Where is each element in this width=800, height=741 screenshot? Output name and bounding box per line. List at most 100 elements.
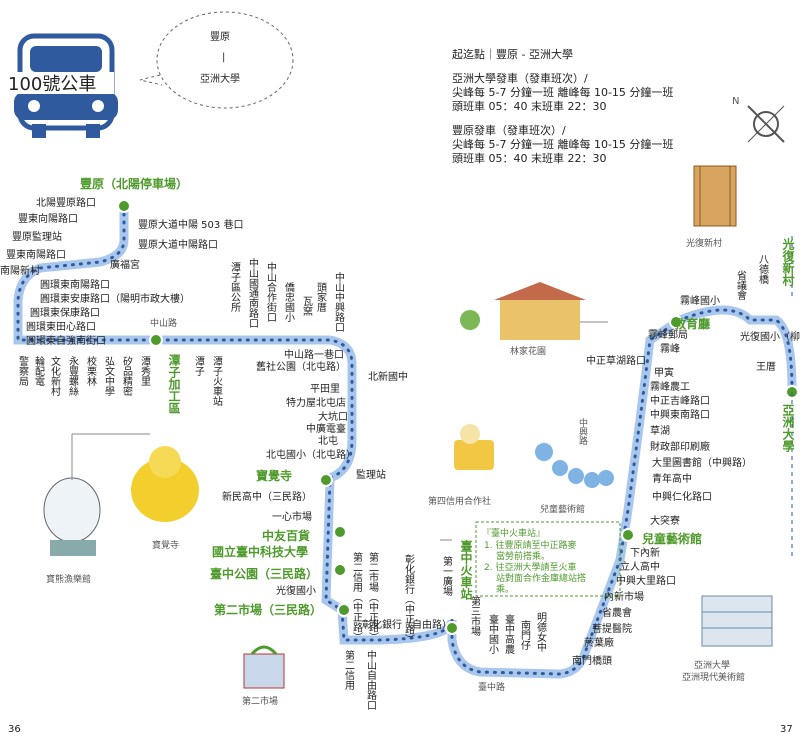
svg-text:中山路一巷口: 中山路一巷口 <box>284 348 344 361</box>
page-right: 37 <box>780 724 793 735</box>
vertical-stops-top: 潭子區公所 中山國通南路口 中山合作街口 僑忠國小 瓦窯 頭家厝 中山中興路口 <box>229 257 345 332</box>
svg-text:臺中高農: 臺中高農 <box>503 613 515 655</box>
svg-text:校栗林: 校栗林 <box>85 355 97 387</box>
bank-label: 彰化銀行（自由路） <box>362 618 452 631</box>
bear-illustration <box>43 477 101 556</box>
svg-text:文化新村: 文化新村 <box>49 355 61 396</box>
stop-asia: 亞洲大學 <box>781 404 795 453</box>
stop-market: 第二市場（三民路） <box>214 602 322 617</box>
svg-text:北屯: 北屯 <box>318 434 338 447</box>
svg-text:1. 往豐原請至中正路麥: 1. 往豐原請至中正路麥 <box>484 539 576 551</box>
stop-jueji: 寶覺寺 <box>256 468 292 483</box>
svg-text:霧峰農工: 霧峰農工 <box>650 380 690 393</box>
svg-text:平田里: 平田里 <box>310 383 340 395</box>
svg-text:輪配電: 輪配電 <box>33 355 45 386</box>
svg-text:下內新: 下內新 <box>630 546 660 559</box>
svg-text:內新市場: 內新市場 <box>604 590 644 603</box>
landmark-jueji: 寶覺寺 <box>152 539 179 551</box>
svg-text:『臺中火車站』: 『臺中火車站』 <box>482 527 545 539</box>
road-zhongxing: 中興路 <box>577 417 588 446</box>
museum-illustration <box>701 595 773 647</box>
route-number: 100號公車 <box>8 74 96 95</box>
svg-text:中興東南路口: 中興東南路口 <box>650 408 710 421</box>
svg-text:光復國小: 光復國小 <box>276 584 316 597</box>
svg-text:中山中興路口: 中山中興路口 <box>333 271 345 332</box>
svg-text:豐原監理站: 豐原監理站 <box>12 230 62 243</box>
svg-text:特力屋北屯店: 特力屋北屯店 <box>286 396 346 409</box>
svg-text:警察局: 警察局 <box>17 355 29 387</box>
svg-text:大里圖書館（中興路）: 大里圖書館（中興路） <box>652 456 752 469</box>
endpoints: 起迄點｜豐原 - 亞洲大學 <box>452 47 573 61</box>
svg-text:大坑口: 大坑口 <box>318 410 348 423</box>
landmark-museum-1: 亞洲大學 <box>694 659 730 671</box>
svg-text:八德橋: 八德橋 <box>757 254 769 285</box>
svg-text:永豐螺絲: 永豐螺絲 <box>67 355 79 396</box>
svg-text:南門橋頭: 南門橋頭 <box>572 654 612 667</box>
svg-text:大突寮: 大突寮 <box>650 514 680 527</box>
svg-text:潭秀里: 潭秀里 <box>139 356 151 386</box>
svg-text:頭家厝: 頭家厝 <box>315 282 327 313</box>
asia-title: 亞洲大學發車（發車班次）/ <box>452 71 588 85</box>
stop-park: 臺中公園（三民路） <box>210 566 318 581</box>
svg-text:潭子火車站: 潭子火車站 <box>211 356 223 407</box>
stop-station: 臺中火車站 <box>459 539 473 601</box>
svg-text:潭子: 潭子 <box>193 356 205 376</box>
svg-text:草湖: 草湖 <box>650 425 670 437</box>
svg-text:新民高中（三民路）: 新民高中（三民路） <box>222 490 312 503</box>
svg-text:北陽豐原路口: 北陽豐原路口 <box>36 196 96 209</box>
svg-text:N: N <box>732 96 739 107</box>
compass-icon: N <box>732 96 785 143</box>
svg-text:彰化銀行（中正路）: 彰化銀行（中正路） <box>403 553 415 644</box>
stop-museum: 國立臺中科技大學 <box>212 544 308 559</box>
svg-text:豐東南陽路口: 豐東南陽路口 <box>6 248 66 261</box>
svg-text:站對面合作金庫總站搭: 站對面合作金庫總站搭 <box>496 572 586 584</box>
svg-text:北新國中: 北新國中 <box>368 370 408 383</box>
svg-text:第三市場: 第三市場 <box>469 595 481 637</box>
svg-text:瓦窯: 瓦窯 <box>301 296 313 317</box>
svg-text:圓環東田心路口: 圓環東田心路口 <box>26 320 96 333</box>
svg-text:省議會: 省議會 <box>735 269 747 300</box>
stop-edu: 教育廳 <box>673 316 710 331</box>
svg-text:舊社公園（北屯路）: 舊社公園（北屯路） <box>256 360 346 373</box>
svg-text:潭子區公所: 潭子區公所 <box>229 262 241 313</box>
svg-text:青年高中: 青年高中 <box>652 472 692 485</box>
road-taichung: 臺中路 <box>478 681 505 693</box>
landmark-market2: 第二市場 <box>242 695 278 707</box>
landmark-art: 兒童藝術館 <box>540 503 585 515</box>
schedule-info: 起迄點｜豐原 - 亞洲大學 亞洲大學發車（發車班次）/ 尖峰每 5-7 分鐘一班… <box>452 47 673 165</box>
fy-line2: 頭班車 05：40 末班車 22：30 <box>452 151 606 165</box>
svg-text:中正草湖路口: 中正草湖路口 <box>586 354 646 367</box>
vertical-stops-left: 警察局 輪配電 文化新村 永豐螺絲 校栗林 弘文中學 矽品精密 潭秀里 潭子 潭… <box>17 355 223 407</box>
cake-illustration <box>454 424 494 470</box>
landmark-guangfu: 光復新村 <box>686 237 722 249</box>
far-right-stops: 八德橋 省議會 光復國小（柳豐路） 王厝 <box>735 254 800 373</box>
svg-text:弘文中學: 弘文中學 <box>103 356 115 397</box>
svg-text:2. 往亞洲大學請至火車: 2. 往亞洲大學請至火車 <box>484 561 576 573</box>
svg-text:第二市場（中正路）: 第二市場（中正路） <box>367 551 379 642</box>
landmark-bear: 寶熊漁樂館 <box>46 573 91 585</box>
svg-text:廣福宮: 廣福宮 <box>110 258 140 271</box>
svg-text:南門仔: 南門仔 <box>519 619 531 651</box>
svg-text:第二信用: 第二信用 <box>343 649 355 691</box>
landmark-garden: 林家花園 <box>510 345 546 357</box>
svg-text:豐原大道中陽路口: 豐原大道中陽路口 <box>138 238 218 251</box>
svg-text:中興大里路口: 中興大里路口 <box>616 574 676 587</box>
svg-text:一心市場: 一心市場 <box>272 510 312 523</box>
svg-text:當勞前搭乘。: 當勞前搭乘。 <box>496 550 550 562</box>
road-zhongshan: 中山路 <box>150 317 177 329</box>
svg-text:僑忠國小: 僑忠國小 <box>283 282 295 323</box>
stop-zhongyou: 中友百貨 <box>262 528 310 543</box>
svg-text:省農會: 省農會 <box>602 606 632 619</box>
landmark-museum-2: 亞洲現代美術館 <box>682 671 745 683</box>
svg-text:矽品精密: 矽品精密 <box>121 355 133 397</box>
asia-line2: 頭班車 05：40 末班車 22：30 <box>452 99 606 113</box>
bus-icon <box>14 33 118 138</box>
svg-text:圓環東安康路口（陽明市政大樓）: 圓環東安康路口（陽明市政大樓） <box>40 292 190 305</box>
svg-text:中正吉峰路口: 中正吉峰路口 <box>650 394 710 407</box>
svg-text:霧峰: 霧峰 <box>660 343 680 355</box>
svg-text:圓環東保康路口: 圓環東保康路口 <box>30 306 100 319</box>
svg-text:霧峰郵局: 霧峰郵局 <box>648 329 688 341</box>
bag-illustration <box>243 645 285 689</box>
svg-text:第二信用（中正路）: 第二信用（中正路） <box>351 551 363 642</box>
